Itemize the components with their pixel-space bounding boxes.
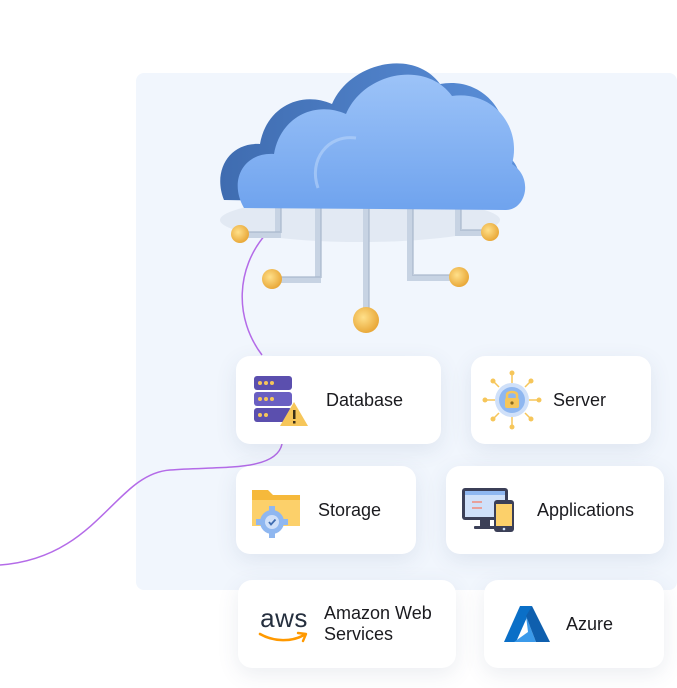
database-label: Database xyxy=(326,389,404,410)
aws-smile-icon xyxy=(258,631,308,643)
secure-server-lock-icon xyxy=(481,369,543,431)
aws-card[interactable]: aws Amazon Web Services xyxy=(238,580,456,668)
server-card[interactable]: Server xyxy=(471,356,651,444)
aws-logo: aws xyxy=(256,602,312,646)
server-label: Server xyxy=(553,389,607,410)
aws-label-line2: Services xyxy=(324,624,394,644)
storage-label: Storage xyxy=(318,499,382,520)
storage-folder-gear-icon xyxy=(248,480,308,540)
cloud-illustration xyxy=(200,20,540,350)
applications-devices-icon xyxy=(458,480,520,540)
database-card[interactable]: Database xyxy=(236,356,441,444)
applications-card[interactable]: Applications xyxy=(446,466,664,554)
database-server-warning-icon xyxy=(250,370,310,430)
aws-label-line1: Amazon Web xyxy=(324,603,432,623)
azure-label: Azure xyxy=(566,613,614,634)
azure-card[interactable]: Azure xyxy=(484,580,664,668)
aws-logo-text: aws xyxy=(260,603,308,633)
storage-card[interactable]: Storage xyxy=(236,466,416,554)
aws-label: Amazon Web Services xyxy=(324,603,432,645)
applications-label: Applications xyxy=(537,499,635,520)
azure-logo xyxy=(502,602,552,646)
